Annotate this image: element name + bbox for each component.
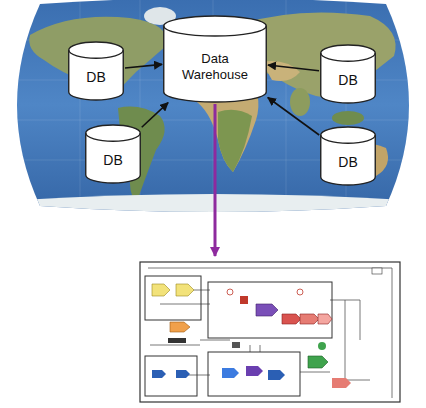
cylinder-rim [321, 53, 376, 61]
circuit-diagram [140, 262, 400, 402]
module-box [208, 282, 332, 338]
port [227, 289, 233, 295]
connector-arrow [142, 103, 168, 128]
module-box [145, 356, 197, 396]
gate-symbol [308, 356, 328, 368]
component [240, 296, 248, 304]
gate-symbol [152, 284, 170, 296]
wires [148, 268, 392, 398]
antarctica [20, 194, 406, 220]
module-box [208, 352, 300, 396]
connector-arrow [268, 65, 319, 71]
node-label: DB [103, 152, 122, 169]
gate-symbol [222, 368, 239, 378]
node-label: DB [86, 69, 105, 86]
port [318, 342, 326, 350]
cylinder-rim [86, 133, 141, 141]
gate-symbol [300, 314, 319, 324]
cylinder-rim [69, 50, 124, 58]
node-label: DB [338, 72, 357, 89]
cylinder-rim [321, 135, 376, 143]
world-map [0, 0, 426, 220]
islands [332, 111, 364, 125]
cylinder-body [321, 45, 376, 103]
database-cylinder: DB [320, 127, 376, 185]
output-arrow [214, 104, 217, 256]
gate-symbol [282, 314, 301, 324]
gate-symbol [152, 370, 166, 378]
gate-symbol [318, 314, 332, 324]
node-label: Data Warehouse [169, 51, 261, 82]
database-cylinder: DB [68, 42, 124, 100]
connector-arrow [125, 64, 162, 68]
database-cylinder: Data Warehouse [163, 16, 267, 102]
component [232, 342, 240, 348]
cylinder-body [69, 42, 124, 100]
connector-arrow [268, 98, 319, 135]
component [168, 338, 186, 343]
gate-symbol [246, 366, 263, 376]
node-label: DB [338, 154, 357, 171]
database-cylinder: DB [320, 45, 376, 103]
gate-symbol [176, 284, 194, 296]
india [290, 88, 310, 116]
cylinder-rim [164, 26, 267, 36]
africa-south [218, 110, 252, 172]
cylinder-body [321, 127, 376, 185]
database-cylinder: DB [85, 125, 141, 183]
port [372, 268, 382, 274]
gate-symbol [268, 370, 285, 380]
port [297, 289, 303, 295]
gate-symbol [256, 304, 278, 316]
gate-symbol [176, 370, 190, 378]
gate-symbol [332, 378, 351, 388]
desert [262, 61, 300, 81]
cylinder-body [86, 125, 141, 183]
cylinder-body [164, 16, 267, 102]
gate-symbol [170, 322, 190, 332]
circuit-frame [140, 262, 400, 402]
graticule [0, 0, 426, 215]
module-box [145, 276, 201, 320]
